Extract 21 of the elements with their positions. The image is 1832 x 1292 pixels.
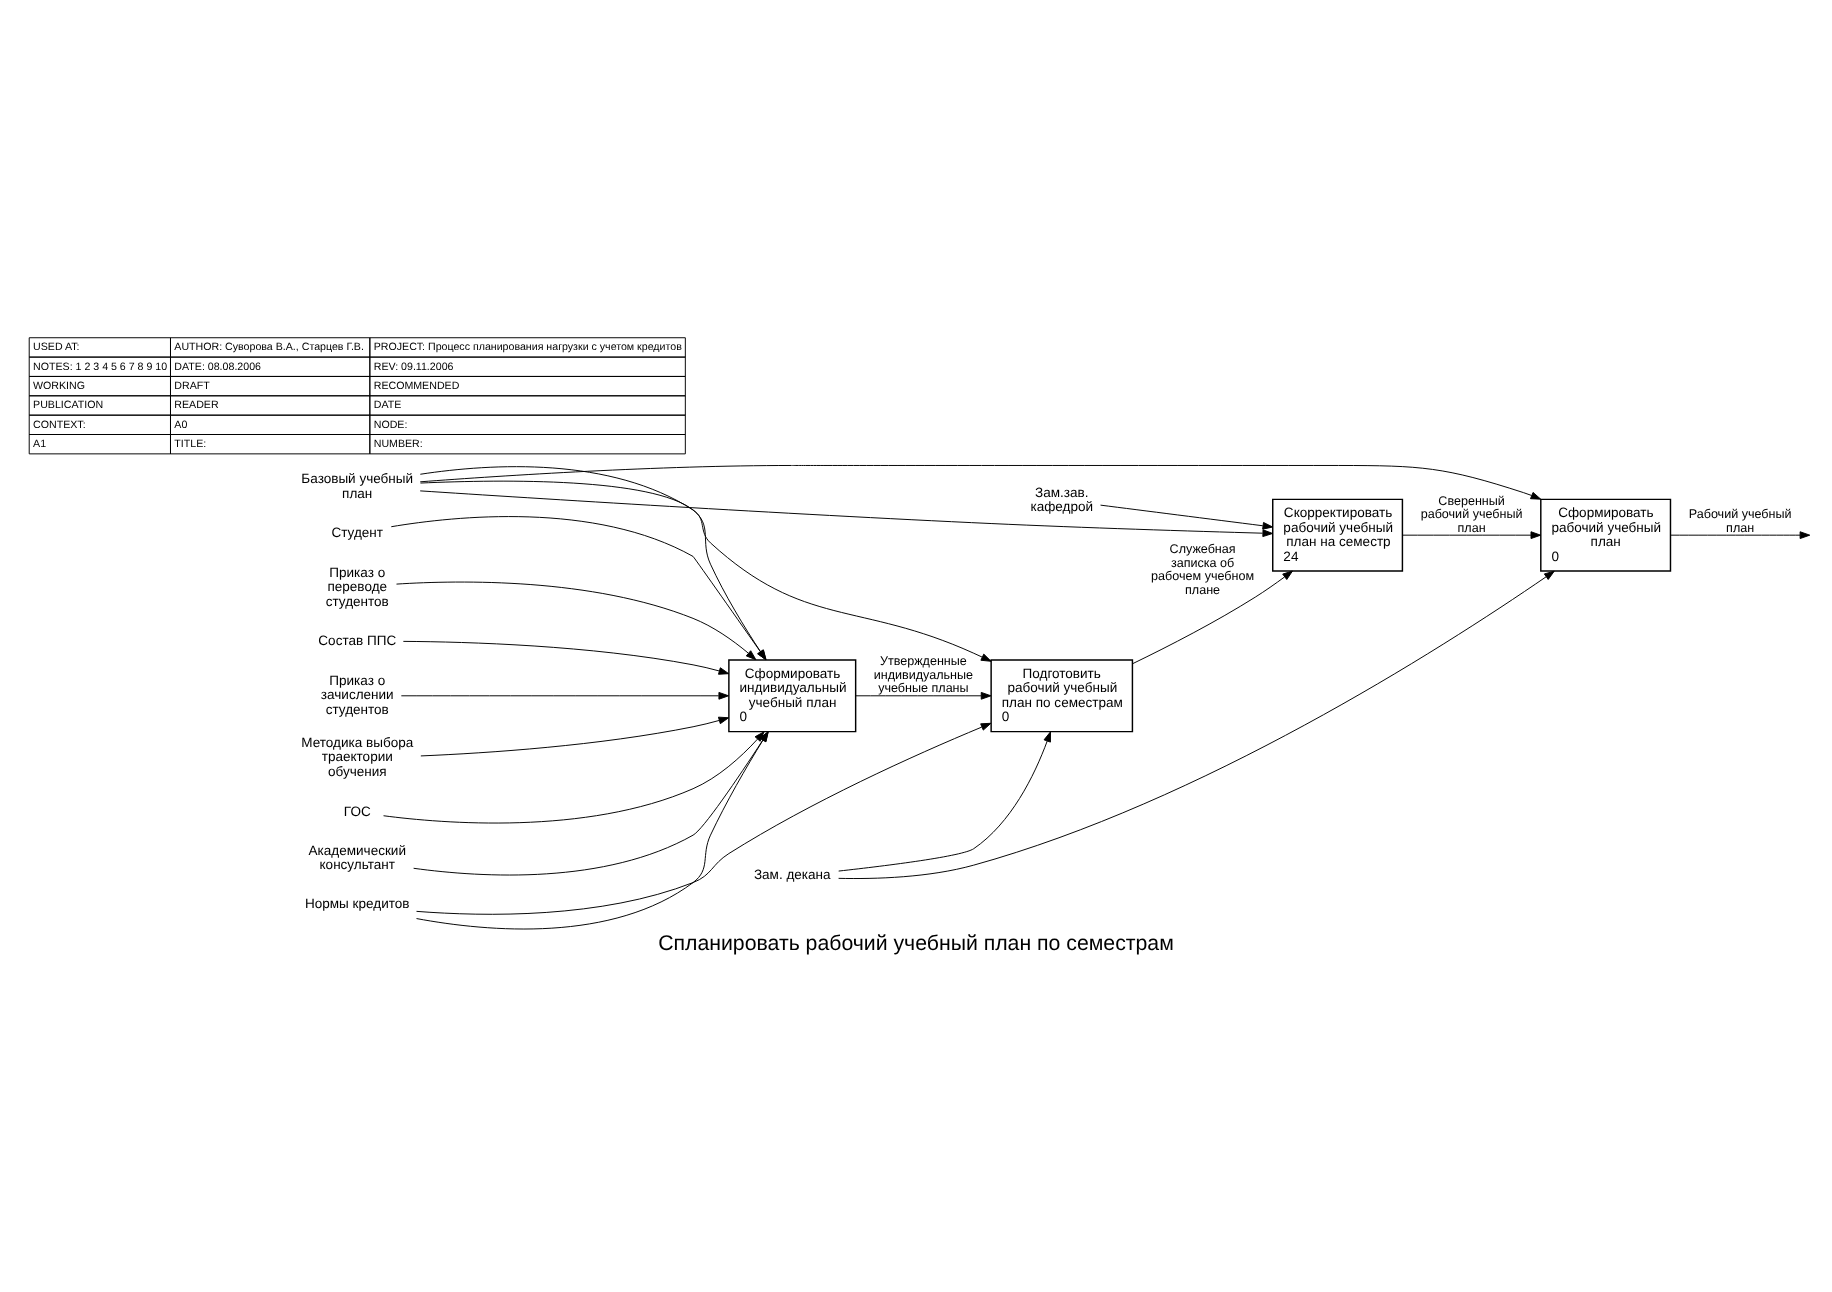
arrow (396, 580, 757, 660)
arrow (1402, 530, 1542, 539)
arrow (419, 464, 1542, 499)
arrow (402, 639, 730, 674)
arrow (419, 479, 767, 660)
arrow (413, 730, 769, 875)
arrow (838, 569, 1555, 878)
arrow (390, 515, 767, 660)
diagram-title: Спланировать рабочий учебный план по семестрам (658, 931, 1174, 956)
arrow (419, 465, 992, 661)
arrow (416, 721, 992, 914)
arrow (855, 690, 992, 699)
arrow (1100, 503, 1274, 529)
arrow (419, 489, 1274, 537)
arrow (838, 730, 1051, 871)
arrow (416, 730, 769, 929)
arrow (420, 715, 730, 756)
arrow (400, 690, 730, 699)
arrow (1132, 569, 1293, 664)
arrow (383, 730, 765, 823)
arrow (1670, 530, 1811, 539)
